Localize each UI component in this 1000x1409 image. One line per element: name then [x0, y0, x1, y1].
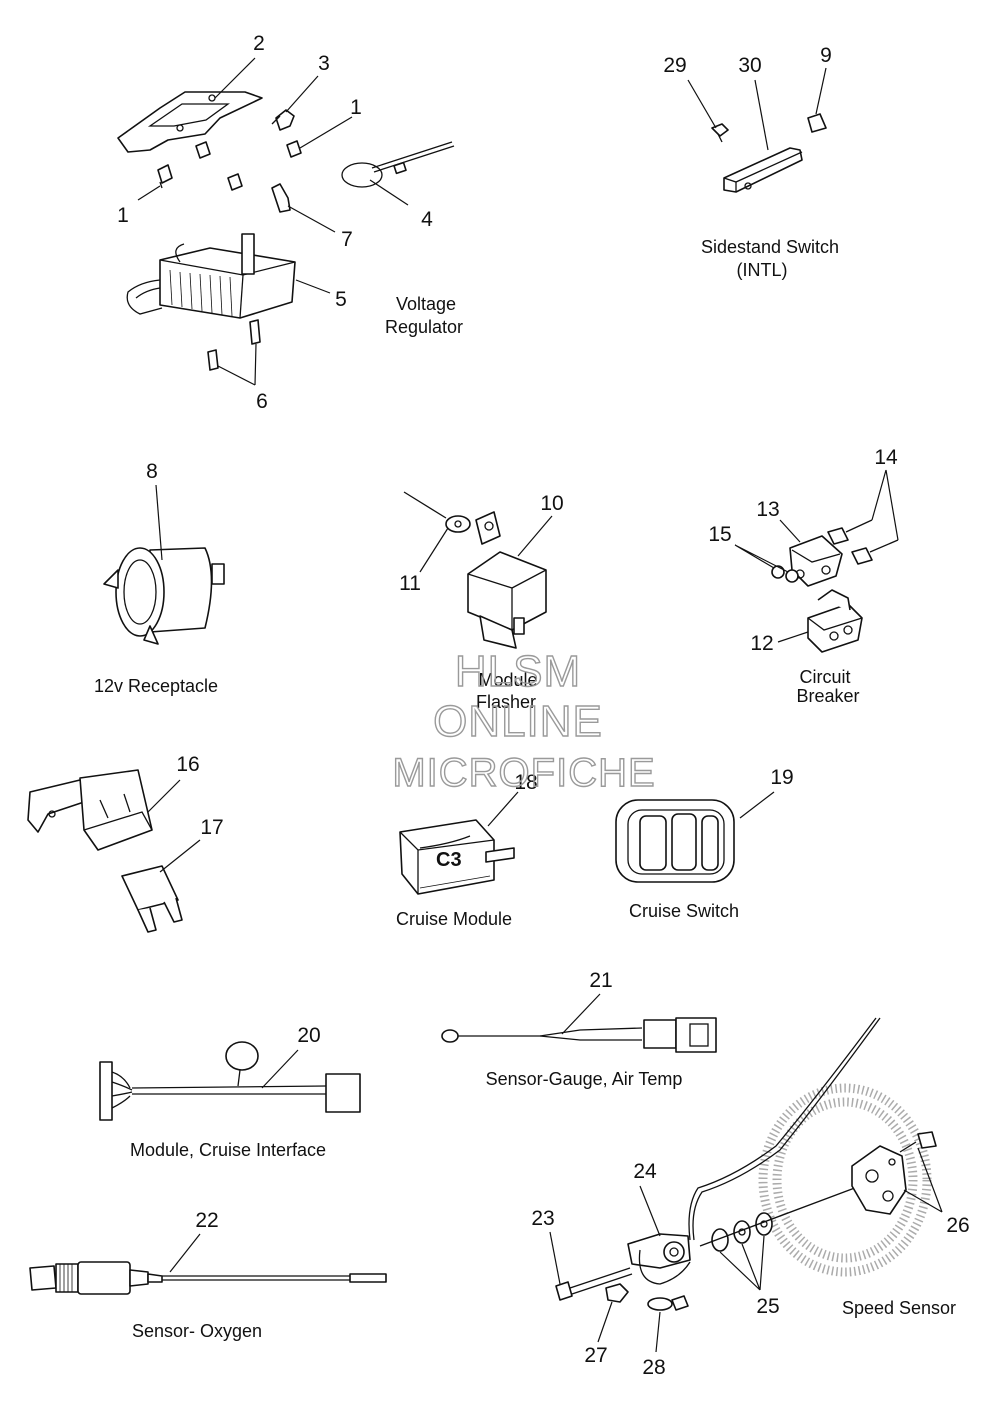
caption-sensor-oxygen: Sensor- Oxygen — [132, 1321, 262, 1341]
screw-part-1-mid — [195, 141, 211, 159]
callout-8: 8 — [146, 460, 158, 483]
pin-part-11 — [403, 491, 471, 533]
caption-cruise-switch: Cruise Switch — [629, 901, 739, 921]
screw-part-26 — [899, 1131, 937, 1153]
callout-22: 22 — [195, 1209, 218, 1232]
watermark-line-1: HLSM — [455, 647, 581, 696]
fuse-part-17 — [121, 865, 183, 933]
caption-module-cruise-interface: Module, Cruise Interface — [130, 1140, 326, 1160]
caption-voltage-regulator-line2: Regulator — [385, 317, 463, 337]
switch-part-30 — [723, 147, 803, 193]
caption-sidestand-switch-line1: Sidestand Switch — [701, 237, 839, 257]
callout-13: 13 — [756, 498, 779, 521]
bolt-part-7 — [271, 183, 291, 213]
caption-module-flasher-line2: Flasher — [476, 692, 536, 712]
callout-5: 5 — [335, 288, 347, 311]
callout-21: 21 — [589, 969, 612, 992]
rivets-part-14 — [827, 519, 899, 565]
callout-3: 3 — [318, 52, 330, 75]
tone-ring — [758, 1083, 932, 1277]
callout-11: 11 — [399, 572, 421, 595]
clamp-part-28 — [647, 1295, 689, 1311]
bracket-part-2 — [117, 91, 263, 153]
svg-text:C3: C3 — [436, 849, 462, 871]
callout-6: 6 — [256, 390, 268, 413]
callout-30: 30 — [738, 54, 761, 77]
screw-part-1-right — [286, 140, 302, 158]
callout-4: 4 — [421, 208, 433, 231]
sensor-cable — [688, 1017, 881, 1241]
callout-1: 1 — [117, 204, 129, 227]
nut-part-27 — [605, 1283, 629, 1303]
watermark-line-3: MICROFICHE — [392, 751, 655, 795]
callout-28: 28 — [642, 1356, 665, 1379]
cable-tie-part-4 — [341, 141, 455, 188]
caption-circuit-breaker-line1: Circuit — [799, 667, 850, 687]
callout-12: 12 — [750, 632, 773, 655]
caption-speed-sensor: Speed Sensor — [842, 1298, 956, 1318]
callout-14: 14 — [874, 446, 898, 469]
nuts-part-15 — [771, 565, 799, 583]
caption-sensor-gauge-air-temp: Sensor-Gauge, Air Temp — [486, 1069, 683, 1089]
screw-part-1-left — [157, 164, 173, 189]
callout-1: 1 — [350, 96, 362, 119]
caption-12v-receptacle: 12v Receptacle — [94, 676, 218, 696]
oxygen-sensor-part-22 — [29, 1261, 387, 1295]
callout-24: 24 — [633, 1160, 657, 1183]
air-temp-sensor-part-21 — [441, 1017, 717, 1053]
bracket-part-26 — [851, 1145, 907, 1215]
callout-15: 15 — [708, 523, 731, 546]
callout-26: 26 — [946, 1214, 969, 1237]
regulator-part-5 — [126, 233, 296, 319]
cruise-interface-part-20 — [99, 1041, 361, 1121]
bolt-part-23 — [555, 1267, 633, 1301]
screw-part-29 — [711, 123, 729, 143]
cruise-module-part-18: C3 — [399, 819, 515, 895]
washers-part-25 — [699, 1185, 861, 1252]
callout-9: 9 — [820, 44, 832, 67]
callout-27: 27 — [584, 1344, 607, 1367]
receptacle-part-8 — [103, 547, 225, 645]
caption-module-flasher-line1: Module — [478, 670, 537, 690]
callout-20: 20 — [297, 1024, 320, 1047]
speed-sensor-part-24 — [627, 1233, 691, 1285]
caption-sidestand-switch-line2: (INTL) — [737, 260, 788, 280]
caption-circuit-breaker-line2: Breaker — [796, 686, 859, 706]
breaker-part-12 — [807, 589, 863, 653]
callout-16: 16 — [176, 753, 199, 776]
cap-part-9 — [807, 113, 827, 133]
caption-cruise-module: Cruise Module — [396, 909, 512, 929]
screw-part-1-lower — [227, 173, 243, 191]
clip-part-3 — [271, 109, 295, 131]
watermark-line-2: ONLINE — [433, 697, 603, 746]
callout-2: 2 — [253, 32, 265, 55]
screws-part-6 — [207, 319, 261, 371]
callout-18: 18 — [514, 771, 537, 794]
callout-19: 19 — [770, 766, 793, 789]
callout-10: 10 — [540, 492, 563, 515]
callout-29: 29 — [663, 54, 686, 77]
connector-part-16 — [27, 769, 153, 851]
callout-25: 25 — [756, 1295, 779, 1318]
callout-17: 17 — [200, 816, 223, 839]
callout-7: 7 — [341, 228, 353, 251]
cruise-switch-part-19 — [615, 799, 735, 883]
callout-23: 23 — [531, 1207, 554, 1230]
flasher-part-10 — [467, 511, 547, 649]
caption-voltage-regulator-line1: Voltage — [396, 294, 456, 314]
